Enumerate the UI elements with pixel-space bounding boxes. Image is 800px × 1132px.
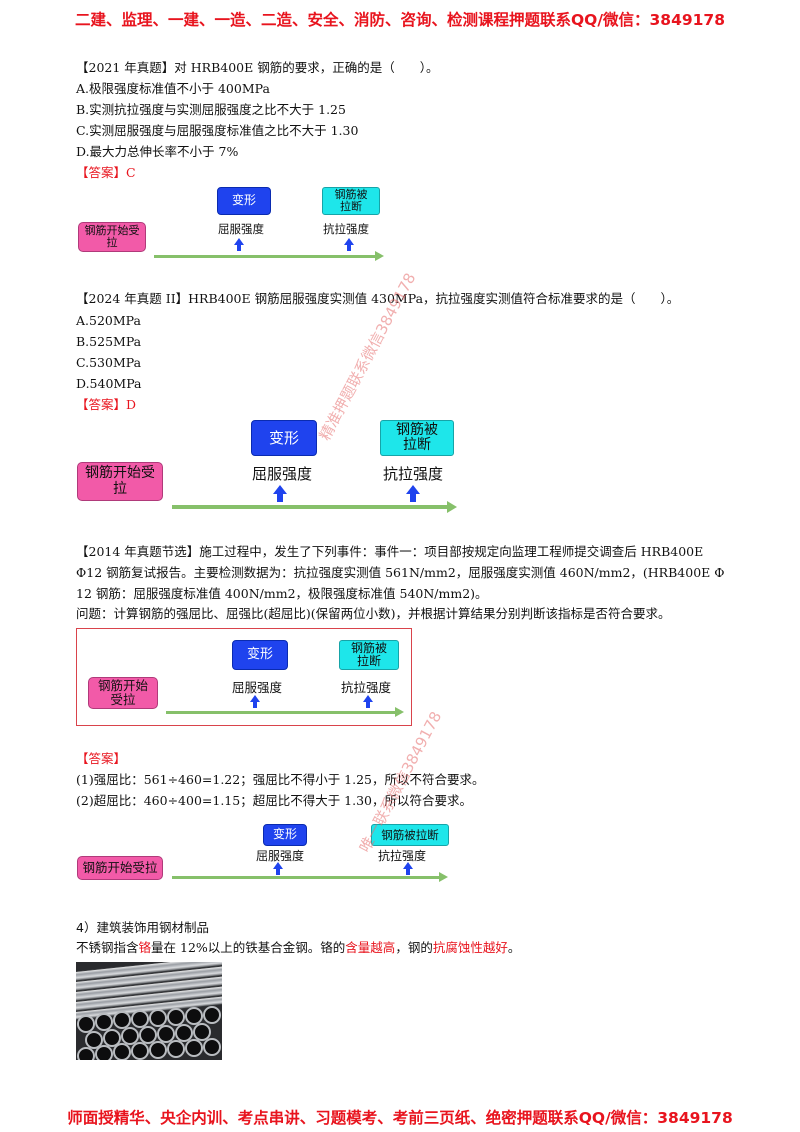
q3-stem-line-2: Φ12 钢筋复试报告。主要检测数据为：抗拉强度实测值 561N/mm2，屈服强度…: [76, 565, 725, 580]
tensile-label: 抗拉强度: [383, 465, 444, 483]
q3-stem-line-3: 12 钢筋：屈服强度标准值 400N/mm2，极限强度标准值 540N/mm2)…: [76, 586, 488, 601]
footer-banner: 师面授精华、央企内训、考点串讲、习题模考、考前三页纸、绝密押题联系QQ/微信：3…: [67, 1109, 733, 1127]
arrow-up-stem: [277, 494, 283, 502]
arrow-up-stem: [406, 869, 410, 875]
q3-stem-line-1: 【2014 年真题节选】施工过程中，发生了下列事件：事件一：项目部按规定向监理工…: [76, 544, 704, 559]
arrow-right-icon: [447, 501, 457, 513]
q3-answer-line-2: (2)超屈比：460÷400=1.15；超屈比不得大于 1.30，所以符合要求。: [76, 793, 473, 808]
tensile-label: 抗拉强度: [323, 222, 369, 236]
tensile-label: 抗拉强度: [341, 680, 392, 695]
q3-answer: 【答案】: [76, 751, 127, 766]
arrow-up-icon: [344, 238, 354, 245]
start-box: 钢筋开始受拉: [77, 462, 163, 501]
q2-stem: 【2024 年真题 II】HRB400E 钢筋屈服强度实测值 430MPa，抗拉…: [76, 291, 680, 306]
axis-line: [154, 255, 376, 258]
arrow-right-icon: [375, 251, 384, 261]
deform-box: 变形: [263, 824, 307, 846]
q1-stem: 【2021 年真题】对 HRB400E 钢筋的要求，正确的是（ ）。: [76, 60, 439, 75]
axis-line: [166, 711, 396, 714]
tensile-label: 抗拉强度: [378, 849, 427, 863]
axis-line: [172, 876, 440, 879]
q2-answer: 【答案】D: [76, 397, 137, 412]
q1-option-d: D.最大力总伸长率不小于 7%: [76, 144, 239, 159]
q1-option-b: B.实测抗拉强度与实测屈服强度之比不大于 1.25: [76, 102, 346, 117]
q1-answer: 【答案】C: [76, 165, 136, 180]
q2-option-d: D.540MPa: [76, 376, 142, 391]
arrow-up-stem: [366, 702, 370, 708]
arrow-right-icon: [439, 872, 448, 882]
stainless-pipes-photo: [76, 962, 222, 1060]
q3-question: 问题：计算钢筋的强屈比、屈强比(超屈比)(保留两位小数)，并根据计算结果分别判断…: [76, 606, 671, 621]
arrow-up-icon: [234, 238, 244, 245]
yield-label: 屈服强度: [232, 680, 283, 695]
break-box: 钢筋被拉断: [339, 640, 399, 670]
section4-text: 不锈钢指含铬量在 12%以上的铁基合金钢。铬的含量越高，钢的抗腐蚀性越好。: [76, 940, 521, 955]
deform-box: 变形: [217, 187, 271, 215]
deform-box: 变形: [232, 640, 288, 670]
arrow-up-icon: [273, 862, 283, 869]
deform-box: 变形: [251, 420, 317, 456]
arrow-up-icon: [250, 695, 260, 702]
q1-option-a: A.极限强度标准值不小于 400MPa: [76, 81, 270, 96]
arrow-up-stem: [237, 245, 241, 251]
arrow-up-icon: [363, 695, 373, 702]
section4-heading: 4）建筑装饰用钢材制品: [76, 920, 209, 935]
q2-option-c: C.530MPa: [76, 355, 142, 370]
break-box: 钢筋被拉断: [380, 420, 454, 456]
arrow-up-stem: [347, 245, 351, 251]
arrow-up-icon: [273, 485, 287, 494]
start-box: 钢筋开始受拉: [78, 222, 146, 252]
q2-option-a: A.520MPa: [76, 313, 141, 328]
q1-option-c: C.实测屈服强度与屈服强度标准值之比不大于 1.30: [76, 123, 359, 138]
arrow-up-stem: [410, 494, 416, 502]
start-box: 钢筋开始受拉: [77, 856, 163, 880]
arrow-up-stem: [253, 702, 257, 708]
header-banner: 二建、监理、一建、一造、二造、安全、消防、咨询、检测课程押题联系QQ/微信：38…: [74, 11, 725, 29]
arrow-up-icon: [403, 862, 413, 869]
arrow-up-stem: [276, 869, 280, 875]
break-box: 钢筋被拉断: [371, 824, 449, 846]
axis-line: [172, 505, 448, 509]
break-box: 钢筋被拉断: [322, 187, 380, 215]
yield-label: 屈服强度: [218, 222, 264, 236]
arrow-up-icon: [406, 485, 420, 494]
arrow-right-icon: [395, 707, 404, 717]
yield-label: 屈服强度: [252, 465, 313, 483]
yield-label: 屈服强度: [256, 849, 305, 863]
q2-option-b: B.525MPa: [76, 334, 142, 349]
start-box: 钢筋开始受拉: [88, 677, 158, 709]
q3-answer-line-1: (1)强屈比：561÷460=1.22；强屈比不得小于 1.25，所以不符合要求…: [76, 772, 485, 787]
diagram-3-frame: [76, 628, 412, 726]
